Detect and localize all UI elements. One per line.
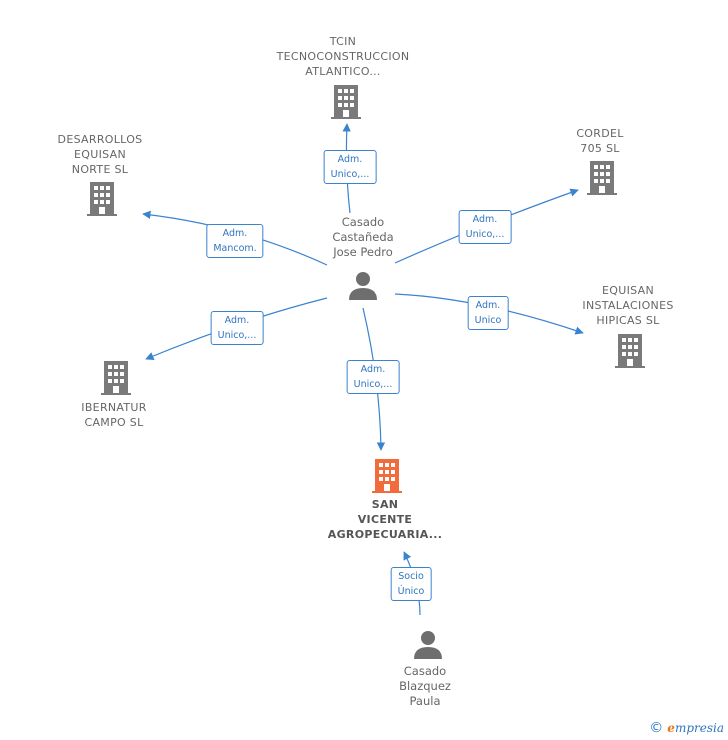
building-icon[interactable]	[87, 182, 117, 216]
relation-label-equisan-instalaciones[interactable]: Adm. Unico	[467, 296, 509, 330]
building-icon[interactable]	[615, 334, 645, 368]
building-icon[interactable]	[331, 85, 361, 119]
person-label-casado-blazquez[interactable]: Casado Blazquez Paula	[399, 664, 451, 708]
person-icon[interactable]	[348, 270, 378, 300]
empresia-brand[interactable]: © empresia	[649, 720, 724, 736]
building-icon[interactable]	[372, 459, 402, 493]
company-label-desarrollos[interactable]: DESARROLLOS EQUISAN NORTE SL	[57, 133, 143, 176]
company-label-san-vicente[interactable]: SAN VICENTE AGROPECUARIA...	[327, 498, 443, 541]
building-icon[interactable]	[587, 161, 617, 195]
company-label-tcin[interactable]: TCIN TECNOCONSTRUCCION ATLANTICO...	[276, 35, 410, 78]
company-label-equisan-instalaciones[interactable]: EQUISAN INSTALACIONES HIPICAS SL	[582, 284, 674, 327]
relation-label-tcin[interactable]: Adm. Unico,...	[323, 150, 377, 184]
relation-label-socio-unico[interactable]: Socio Único	[390, 567, 432, 601]
company-label-ibernatur[interactable]: IBERNATUR CAMPO SL	[81, 401, 147, 429]
person-label-casado-castaneda[interactable]: Casado Castañeda Jose Pedro	[332, 215, 394, 259]
building-icon[interactable]	[101, 361, 131, 395]
relation-label-desarrollos[interactable]: Adm. Mancom.	[206, 224, 264, 258]
company-label-cordel[interactable]: CORDEL 705 SL	[576, 127, 624, 155]
copyright-symbol: ©	[649, 720, 664, 736]
person-icon[interactable]	[413, 629, 443, 659]
relation-label-ibernatur[interactable]: Adm. Unico,...	[210, 311, 264, 345]
brand-name: empresia	[667, 721, 724, 735]
relation-label-san-vicente[interactable]: Adm. Unico,...	[346, 360, 400, 394]
relation-label-cordel[interactable]: Adm. Unico,...	[458, 210, 512, 244]
